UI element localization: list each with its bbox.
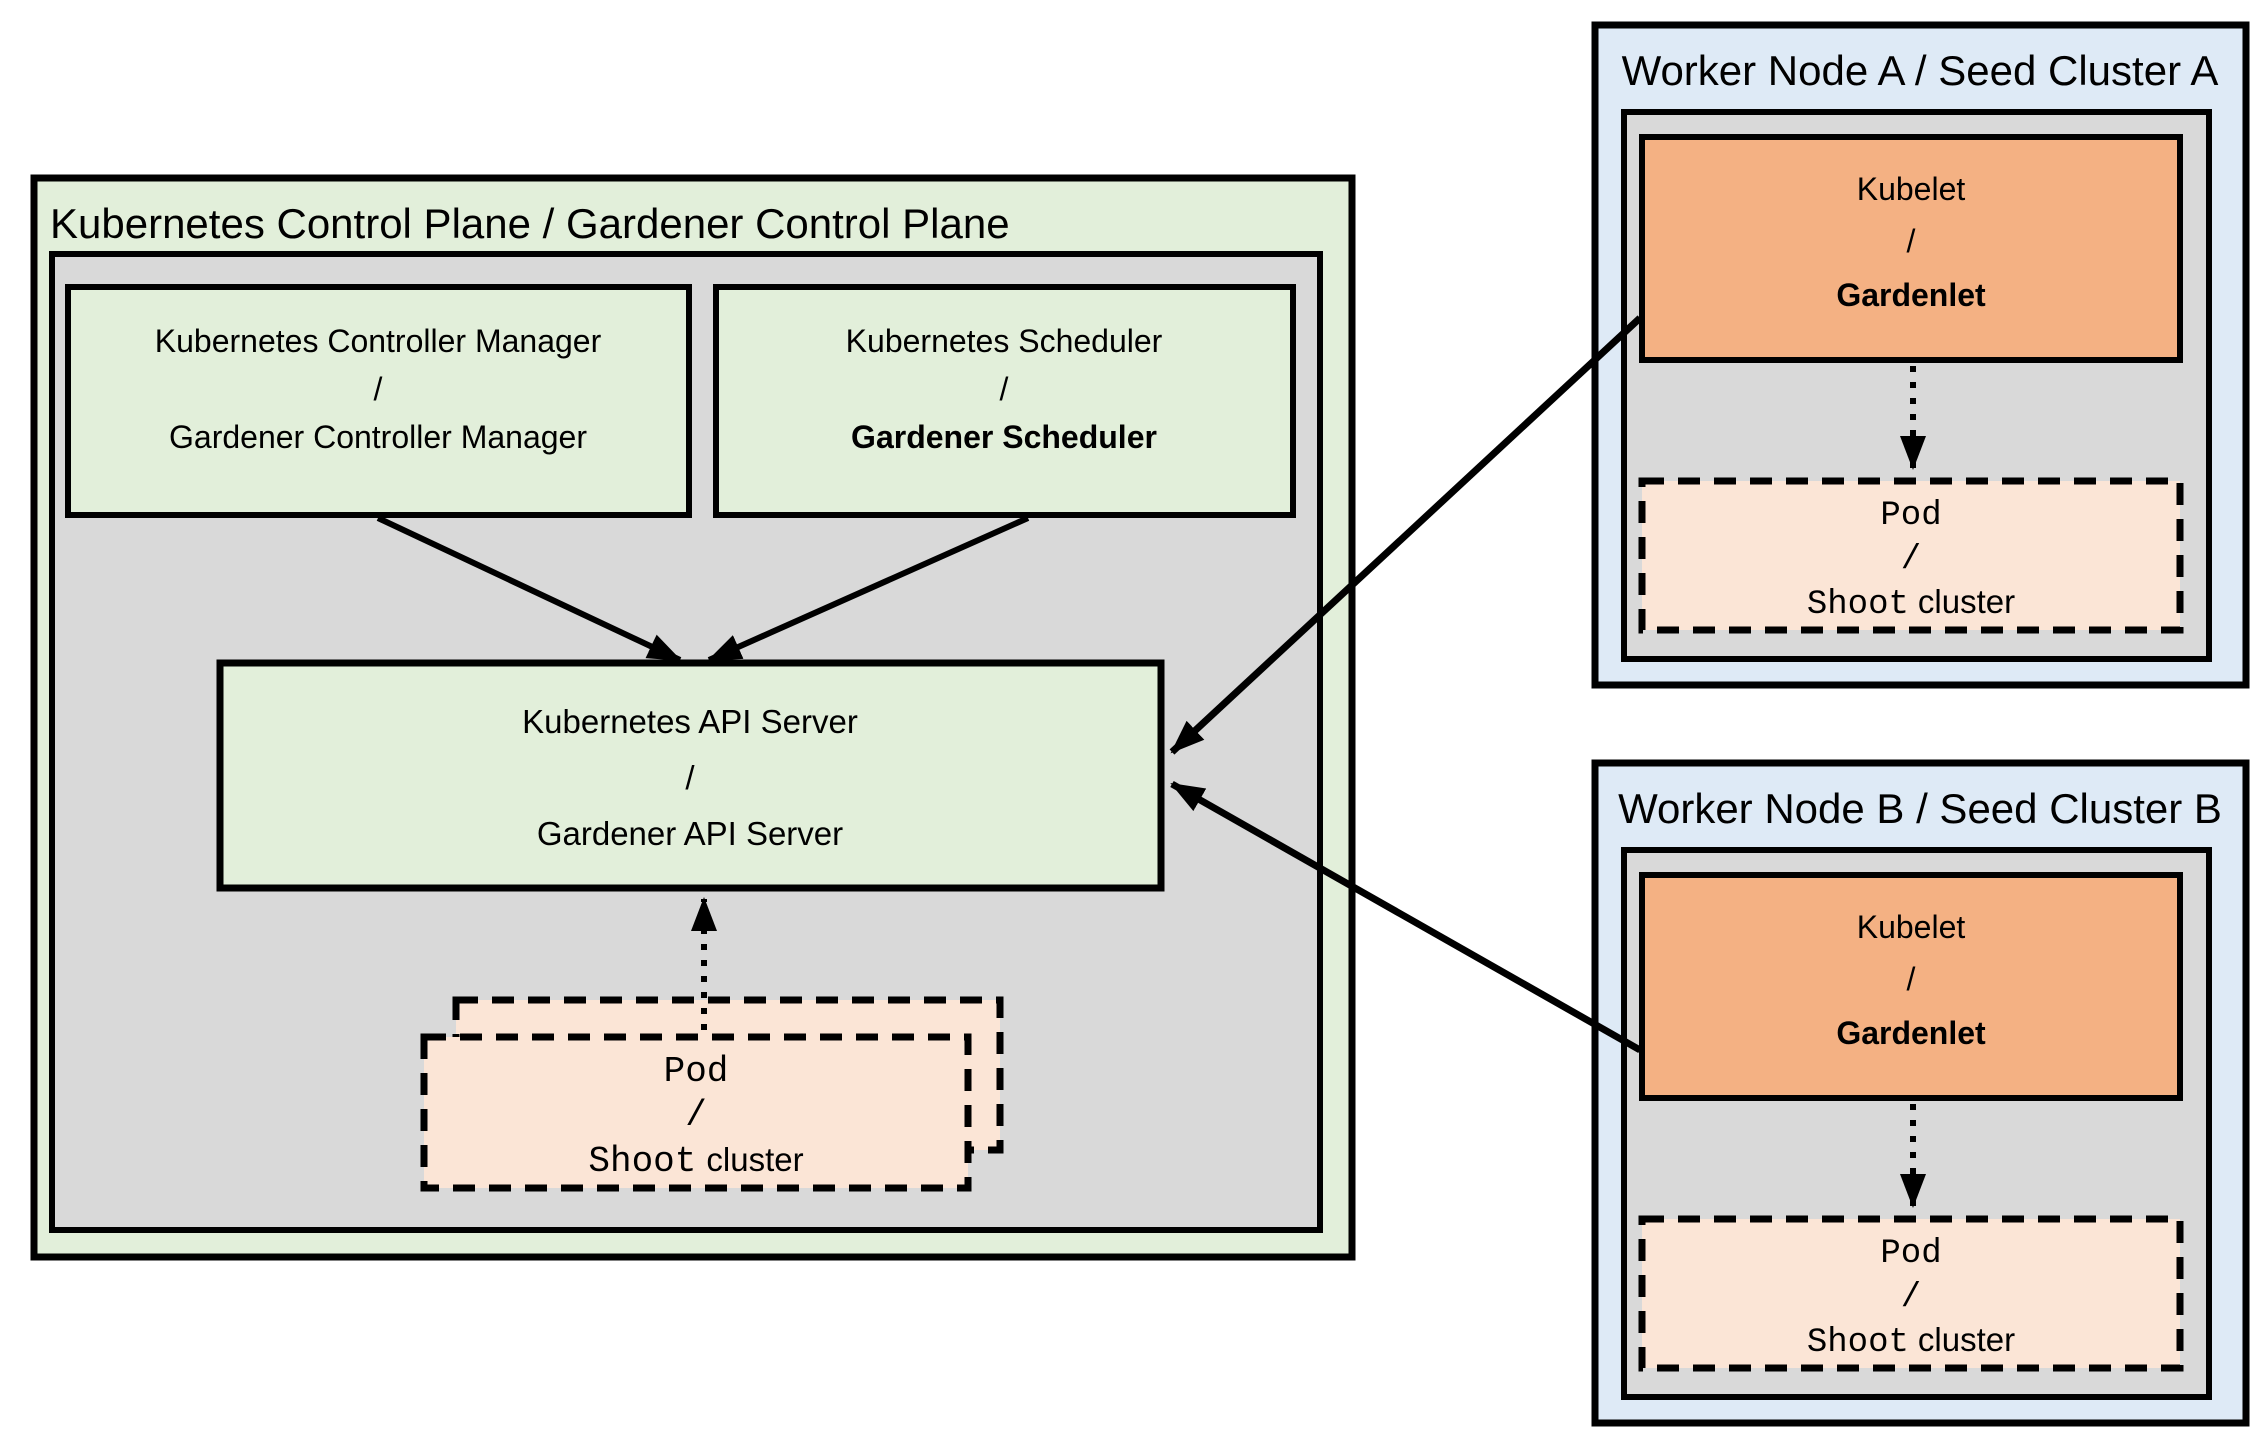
worker-a-kubelet-box: Kubelet / Gardenlet: [1639, 134, 2183, 363]
worker-b-pod-rect: [1638, 1215, 2184, 1372]
pod-stack-line2-shoot: Shoot: [588, 1141, 696, 1182]
control-plane-title: Kubernetes Control Plane / Gardener Cont…: [50, 200, 1010, 247]
pod-stack-line1: Pod: [664, 1051, 729, 1092]
pod-stack-line2: Shoot cluster: [588, 1141, 803, 1182]
scheduler-rect: [713, 284, 1296, 518]
arrow-controller-manager-to-api: [376, 515, 682, 663]
worker-b-kubelet-line2: Gardenlet: [1836, 1015, 1986, 1051]
worker-b-kubelet-separator: /: [1907, 961, 1916, 997]
worker-b-pod-line2-shoot: Shoot: [1807, 1324, 1909, 1362]
control-plane-group: Kubernetes Control Plane / Gardener Cont…: [30, 174, 1356, 1261]
control-plane-pod-stack: Pod / Shoot cluster: [420, 996, 1004, 1192]
api-server-separator: /: [685, 759, 695, 796]
worker-b-pod-line2-cluster: cluster: [1918, 1321, 2015, 1358]
worker-b-pod-line1: Pod: [1880, 1235, 1941, 1273]
api-server-line1: Kubernetes API Server: [522, 703, 858, 740]
api-server-line2: Gardener API Server: [537, 815, 843, 852]
arrow-scheduler-to-api: [707, 515, 1030, 663]
scheduler-box: Kubernetes Scheduler / Gardener Schedule…: [713, 284, 1296, 518]
worker-node-a-group: Worker Node A / Seed Cluster A Kubelet /…: [1591, 21, 2250, 689]
worker-b-title: Worker Node B / Seed Cluster B: [1618, 785, 2222, 832]
controller-manager-line1: Kubernetes Controller Manager: [155, 323, 602, 359]
worker-b-pod-separator: /: [1901, 1279, 1921, 1317]
scheduler-line2: Gardener Scheduler: [851, 419, 1157, 455]
pod-stack-front-rect: [420, 1033, 972, 1192]
worker-a-kubelet-line2: Gardenlet: [1836, 277, 1986, 313]
worker-a-pod-line1: Pod: [1880, 497, 1941, 535]
worker-a-kubelet-line1: Kubelet: [1857, 171, 1966, 207]
pod-stack-separator: /: [685, 1095, 707, 1136]
controller-manager-box: Kubernetes Controller Manager / Gardener…: [65, 284, 692, 518]
worker-a-pod-rect: [1638, 477, 2184, 634]
scheduler-line1: Kubernetes Scheduler: [846, 323, 1163, 359]
scheduler-separator: /: [1000, 371, 1009, 407]
controller-manager-separator: /: [374, 371, 383, 407]
worker-b-kubelet-line1: Kubelet: [1857, 909, 1966, 945]
worker-a-pod-line2-shoot: Shoot: [1807, 586, 1909, 624]
arrow-worker-b-kubelet-to-api: [1170, 780, 1642, 1054]
worker-node-b-group: Worker Node B / Seed Cluster B Kubelet /…: [1591, 759, 2250, 1427]
api-server-box: Kubernetes API Server / Gardener API Ser…: [216, 659, 1165, 892]
worker-a-kubelet-separator: /: [1907, 223, 1916, 259]
worker-b-kubelet-box: Kubelet / Gardenlet: [1639, 872, 2183, 1101]
worker-a-title: Worker Node A / Seed Cluster A: [1622, 47, 2219, 94]
api-server-rect: [216, 659, 1165, 892]
worker-a-pod-separator: /: [1901, 541, 1921, 579]
worker-a-kubelet-rect: [1639, 134, 2183, 363]
worker-b-kubelet-rect: [1639, 872, 2183, 1101]
controller-manager-rect: [65, 284, 692, 518]
controller-manager-line2: Gardener Controller Manager: [169, 419, 587, 455]
pod-stack-line2-cluster: cluster: [706, 1141, 803, 1178]
worker-a-pod-line2-cluster: cluster: [1918, 583, 2015, 620]
arrow-worker-a-kubelet-to-api: [1169, 315, 1643, 755]
